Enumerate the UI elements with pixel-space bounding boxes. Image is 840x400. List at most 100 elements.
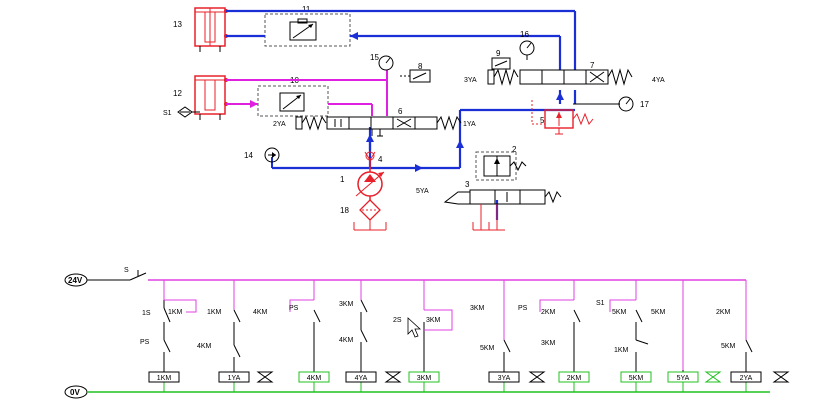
solenoid-valve-symbols — [256, 371, 790, 383]
coil-label: 2KM — [567, 375, 582, 382]
coil-3ya: 3YA — [488, 371, 520, 383]
electrical-ladder: 24V 0V S — [64, 267, 790, 399]
label-7: 7 — [590, 61, 595, 70]
label-r8-5km: 5KM — [612, 309, 627, 316]
label-ps-1: PS — [140, 339, 150, 346]
svg-text:24V: 24V — [68, 276, 83, 285]
svg-text:0V: 0V — [70, 388, 80, 397]
coil-label: 4YA — [355, 375, 368, 382]
solenoid-4ya: 4YA — [652, 77, 665, 84]
label-r9-5km: 5KM — [651, 309, 666, 316]
coil-2ya: 2YA — [730, 371, 762, 383]
label-16: 16 — [520, 30, 529, 39]
label-1s: 1S — [142, 310, 151, 317]
rung-wires-top — [163, 280, 747, 370]
label-r7-2km: 2KM — [541, 309, 556, 316]
coil-label: 5YA — [677, 375, 690, 382]
proximity-sensor-s1 — [177, 106, 200, 118]
directional-valve-7 — [487, 68, 633, 86]
hydraulic-circuit: 13 12 S1 11 — [163, 5, 665, 231]
coil-label: 4KM — [307, 375, 322, 382]
coil-2km: 2KM — [558, 371, 590, 383]
supply-24v: 24V — [64, 273, 88, 287]
coil-5ya: 5YA — [667, 371, 699, 383]
label-4: 4 — [378, 155, 383, 164]
label-r5-3km: 3KM — [426, 317, 441, 324]
label-8: 8 — [418, 62, 423, 71]
pressure-gauge-16 — [519, 40, 535, 60]
label-6: 6 — [398, 107, 403, 116]
supply-0v: 0V — [64, 385, 88, 399]
pressure-gauge-15 — [378, 55, 394, 71]
pressure-switch-9 — [491, 57, 511, 70]
coil-label: 2YA — [740, 375, 753, 382]
gauge-14 — [264, 147, 280, 163]
label-ps-2: PS — [289, 305, 299, 312]
label-18: 18 — [340, 206, 349, 215]
label-ps-3: PS — [518, 305, 528, 312]
label-1: 1 — [340, 175, 345, 184]
solenoid-3ya: 3YA — [464, 77, 477, 84]
label-r4-4km: 4KM — [339, 337, 354, 344]
label-r6-3km: 3KM — [470, 305, 485, 312]
coil-3km: 3KM — [408, 371, 440, 383]
switch-s-label: S — [124, 267, 129, 274]
coil-4km: 4KM — [298, 371, 330, 383]
cylinder-12 — [194, 75, 228, 120]
pressure-switch-8 — [400, 69, 431, 83]
label-r2-1km: 1KM — [207, 309, 222, 316]
coil-1ya: 1YA — [218, 371, 250, 383]
relief-valve-5 — [531, 100, 620, 135]
label-r3-4km: 4KM — [253, 309, 268, 316]
label-11: 11 — [302, 5, 311, 14]
label-15: 15 — [370, 53, 379, 62]
label-r10-5km: 5KM — [721, 343, 736, 350]
coil-label: 3YA — [498, 375, 511, 382]
coil-label: 1YA — [228, 375, 241, 382]
return-lines — [226, 70, 388, 116]
rung-wires-middle — [163, 300, 747, 372]
coil-5km: 5KM — [620, 371, 652, 383]
label-r8-1km: 1KM — [614, 347, 629, 354]
label-5: 5 — [540, 116, 545, 125]
label-r6-5km: 5KM — [480, 345, 495, 352]
pump-1 — [355, 160, 385, 200]
label-s1-contact: S1 — [596, 300, 605, 307]
directional-valve-6 — [295, 115, 462, 131]
label-s1: S1 — [163, 110, 172, 117]
coil-label: 1KM — [157, 375, 172, 382]
label-r4-3km: 3KM — [339, 301, 354, 308]
pressure-gauge-17 — [618, 96, 634, 112]
rung-wires-bottom — [163, 382, 747, 392]
label-r10-2km: 2KM — [716, 309, 731, 316]
label-r7-3km: 3KM — [541, 340, 556, 347]
solenoid-5ya: 5YA — [416, 188, 429, 195]
coil-row: 1KM 1YA 4KM 4YA 3KM 3YA 2KM 5KM 5YA 2YA — [148, 371, 762, 383]
valve-3 — [443, 189, 562, 205]
label-12: 12 — [173, 89, 182, 98]
valve-10 — [257, 85, 329, 117]
coil-label: 5KM — [629, 375, 644, 382]
cylinder-13 — [194, 7, 228, 52]
valve-11 — [264, 13, 351, 47]
valve-2 — [475, 151, 527, 181]
label-13: 13 — [173, 20, 182, 29]
label-14: 14 — [244, 151, 253, 160]
label-2: 2 — [512, 145, 517, 154]
label-1km-contact: 1KM — [168, 309, 183, 316]
solenoid-1ya: 1YA — [463, 121, 476, 128]
filter-18 — [353, 199, 387, 231]
coil-1km: 1KM — [148, 371, 180, 383]
contacts — [163, 299, 753, 358]
holding-branches — [164, 299, 636, 331]
coil-label: 3KM — [417, 375, 432, 382]
label-17: 17 — [640, 100, 649, 109]
label-r2-4km: 4KM — [197, 343, 212, 350]
mouse-cursor-icon — [407, 317, 422, 338]
coil-4ya: 4YA — [345, 371, 377, 383]
label-2s: 2S — [393, 317, 402, 324]
label-9: 9 — [496, 49, 501, 58]
solenoid-2ya: 2YA — [273, 121, 286, 128]
